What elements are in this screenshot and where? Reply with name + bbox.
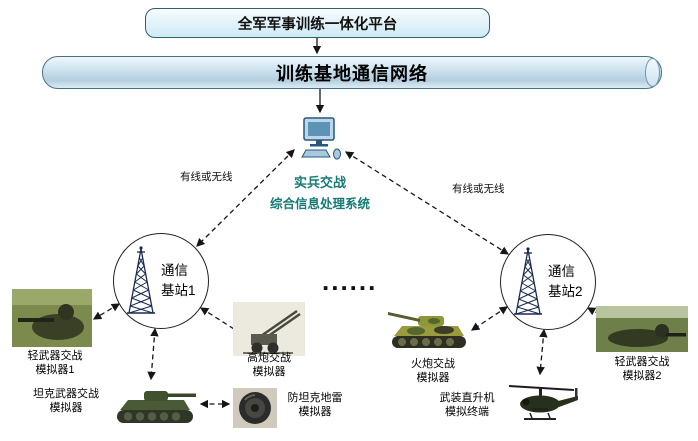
device-label-line: 武装直升机 [439, 392, 495, 404]
device-label-helicopter-terminal: 武装直升机 模拟终端 [430, 391, 504, 419]
device-label-line: 防坦克地雷 [287, 392, 343, 404]
device-label-line: 高炮交战 [247, 352, 291, 364]
soldier-image-2 [596, 306, 688, 352]
device-label-line: 模拟器2 [622, 370, 662, 382]
arrow-station1-tank [147, 327, 159, 381]
device-label-artillery-sim: 火炮交战 模拟器 [396, 357, 470, 385]
station-circle-2: 通信 基站2 [500, 234, 596, 330]
station-circle-1: 通信 基站1 [113, 233, 209, 329]
device-label-light-weapon-sim-1: 轻武器交战 模拟器1 [6, 349, 104, 377]
station-label-line: 基站1 [161, 283, 196, 298]
device-label-line: 模拟器 [416, 372, 450, 384]
link-label-left: 有线或无线 [180, 171, 233, 183]
processor-label: 实兵交战 综合信息处理系统 [240, 172, 400, 212]
computer-icon [301, 117, 341, 160]
soldier-image-1 [12, 289, 92, 347]
arrow-station1-soldier1 [92, 303, 121, 320]
antenna-icon [514, 247, 542, 315]
device-label-line: 轻武器交战 [27, 350, 83, 362]
ellipsis-dots: ...... [322, 266, 378, 296]
arrow-station2-helicopter [536, 328, 548, 376]
device-label-line: 模拟器 [298, 406, 332, 418]
station-label-2: 通信 基站2 [548, 262, 583, 302]
device-label-line: 模拟器 [252, 366, 286, 378]
device-label-light-weapon-sim-2: 轻武器交战 模拟器2 [598, 355, 686, 383]
arrow-station2-artillery [470, 306, 509, 331]
device-label-line: 模拟器 [49, 402, 83, 414]
device-label-line: 坦克武器交战 [33, 388, 99, 400]
device-label-aa-gun-sim: 高炮交战 模拟器 [225, 351, 313, 379]
device-label-line: 模拟终端 [445, 406, 489, 418]
artillery-image [388, 312, 466, 348]
network-label: 训练基地通信网络 [276, 63, 428, 84]
antenna-icon [127, 246, 155, 314]
station-label-line: 通信 [161, 263, 188, 278]
mine-image [233, 388, 277, 428]
aa-gun-image [233, 302, 305, 356]
station-label-line: 基站2 [548, 284, 583, 299]
station-label-1: 通信 基站1 [161, 261, 196, 301]
tank-image [117, 391, 196, 423]
helicopter-image [508, 385, 578, 420]
processor-label-line1: 实兵交战 [293, 175, 346, 190]
platform-label: 全军军事训练一体化平台 [237, 16, 398, 33]
device-label-tank-weapon-sim: 坦克武器交战 模拟器 [22, 387, 110, 415]
network-cylinder: 训练基地通信网络 [42, 56, 662, 89]
device-label-line: 火炮交战 [411, 358, 455, 370]
platform-box: 全军军事训练一体化平台 [145, 8, 490, 38]
station-label-line: 通信 [548, 264, 575, 279]
processor-label-line2: 综合信息处理系统 [269, 197, 370, 211]
cylinder-end-cap [645, 58, 660, 87]
device-label-line: 模拟器1 [35, 364, 75, 376]
device-label-anti-tank-mine-sim: 防坦克地雷 模拟器 [278, 391, 352, 419]
device-label-line: 轻武器交战 [614, 356, 670, 368]
link-label-right: 有线或无线 [452, 183, 505, 195]
